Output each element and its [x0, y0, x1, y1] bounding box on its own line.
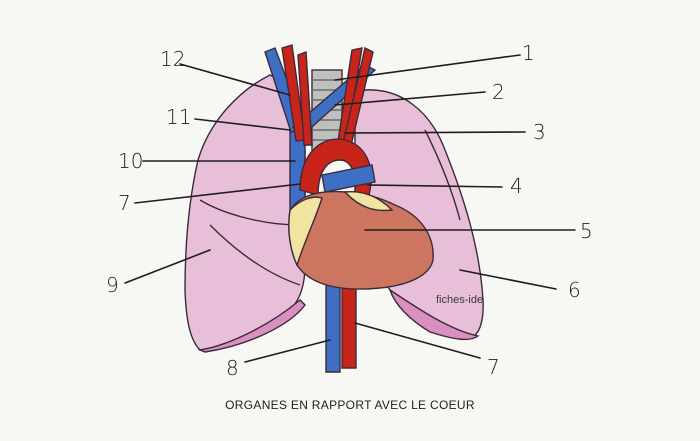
- label-5: 5: [580, 219, 593, 243]
- watermark-text: fiches-ide: [436, 294, 483, 306]
- leader-lines: [124, 54, 576, 363]
- label-8: 8: [226, 356, 239, 380]
- pulmonary-artery: [321, 164, 376, 193]
- label-7-left: 7: [118, 191, 131, 215]
- label-1: 1: [522, 41, 535, 65]
- label-3: 3: [533, 120, 546, 144]
- left-lung: [184, 74, 306, 353]
- label-9: 9: [106, 273, 119, 297]
- label-7-right: 7: [487, 355, 500, 379]
- heart: [288, 190, 434, 290]
- label-10: 10: [118, 149, 143, 173]
- label-12: 12: [160, 47, 185, 71]
- label-4: 4: [510, 174, 523, 198]
- label-11: 11: [166, 105, 191, 129]
- subclavian-artery-left: [297, 51, 313, 146]
- label-6: 6: [568, 278, 581, 302]
- label-2: 2: [492, 80, 505, 104]
- diagram-caption: ORGANES EN RAPPORT AVEC LE COEUR: [225, 398, 475, 412]
